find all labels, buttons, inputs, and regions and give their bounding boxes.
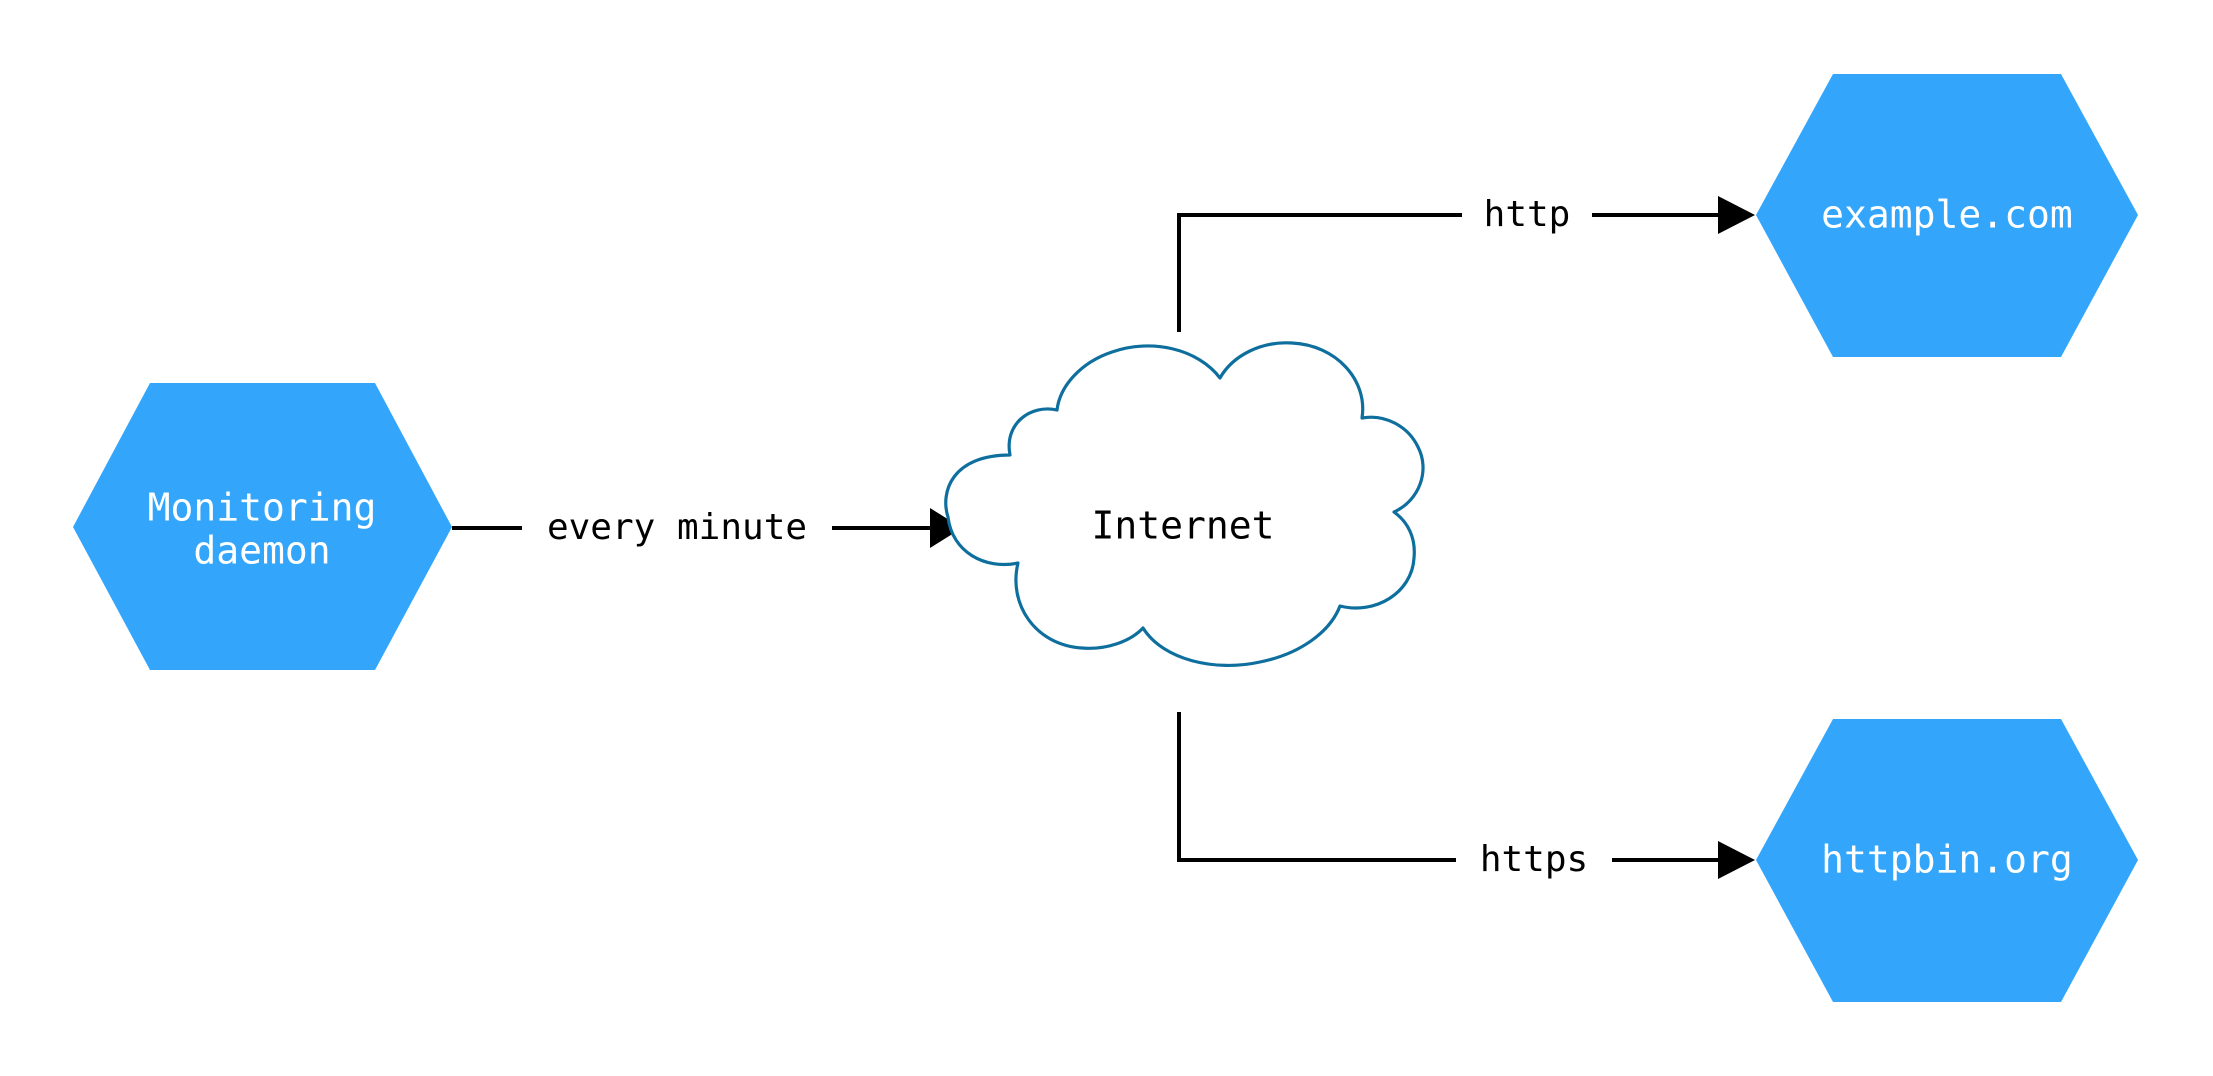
edge-internet-to-example-arrowhead xyxy=(1718,196,1755,234)
node-monitoring-daemon[interactable]: Monitoring daemon xyxy=(73,383,452,670)
edge-label-every-minute: every minute xyxy=(547,507,807,548)
node-example-com-hexagon[interactable] xyxy=(1756,74,2138,357)
node-internet-cloud-shape[interactable] xyxy=(944,341,1425,668)
edge-label-http: http xyxy=(1484,194,1571,235)
edge-internet-to-example: http xyxy=(1177,194,1755,332)
node-example-com-label: example.com xyxy=(1821,193,2073,237)
node-httpbin-org-label: httpbin.org xyxy=(1821,838,2073,882)
node-monitoring-daemon-label-line1: Monitoring xyxy=(148,486,377,530)
edge-label-https: https xyxy=(1480,839,1588,880)
edge-internet-to-httpbin-arrowhead xyxy=(1718,841,1755,879)
node-internet-label: Internet xyxy=(1091,504,1274,548)
edge-daemon-to-internet: every minute xyxy=(452,507,962,548)
node-monitoring-daemon-label-line2: daemon xyxy=(193,529,330,573)
node-httpbin-org[interactable]: httpbin.org xyxy=(1756,719,2138,1002)
node-httpbin-org-hexagon[interactable] xyxy=(1756,719,2138,1002)
node-monitoring-daemon-hexagon[interactable] xyxy=(73,383,452,670)
edge-internet-to-httpbin: https xyxy=(1177,712,1755,880)
node-example-com[interactable]: example.com xyxy=(1756,74,2138,357)
edge-daemon-to-internet-arrowhead xyxy=(930,508,962,548)
node-internet[interactable]: Internet xyxy=(944,341,1425,668)
